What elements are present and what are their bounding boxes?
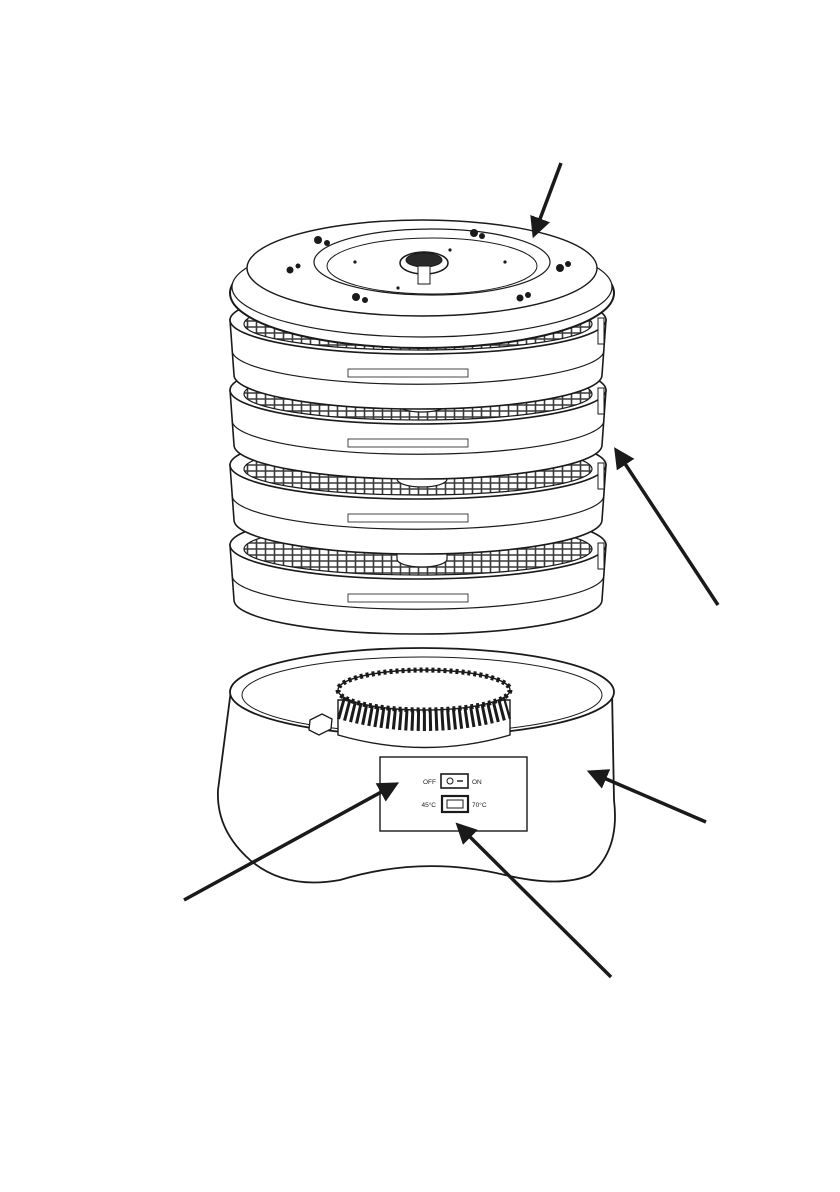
temp-high-label: 70°C bbox=[472, 801, 487, 809]
temp-low-label: 45°C bbox=[421, 801, 436, 809]
power-off-label: OFF bbox=[423, 779, 436, 786]
rocker-switch-icon bbox=[442, 796, 468, 812]
control-panel bbox=[380, 757, 527, 831]
arrow-icon bbox=[616, 450, 718, 605]
arrow-icon bbox=[534, 163, 561, 235]
rocker-switch-icon bbox=[441, 774, 468, 788]
power-on-label: ON bbox=[472, 779, 482, 786]
lid bbox=[230, 220, 614, 348]
fan-housing bbox=[338, 670, 510, 748]
